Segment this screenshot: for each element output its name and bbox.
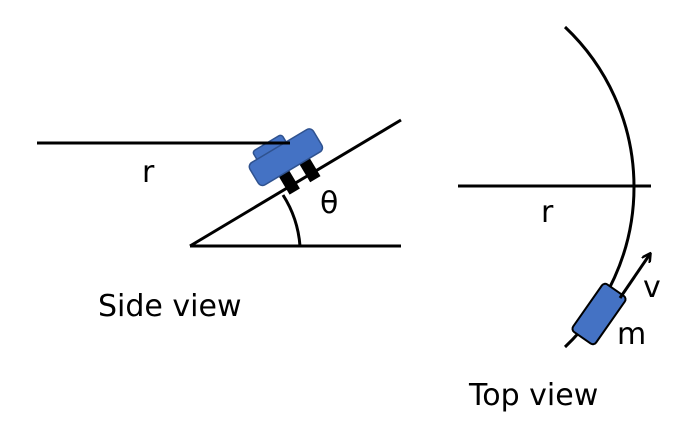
mass-label: m [617,317,646,352]
angle-arc [281,194,302,247]
car-body [248,128,324,187]
car-top [571,282,627,346]
angle-label: θ [320,186,338,221]
side-view-caption: Side view [98,289,242,324]
top-view-caption: Top view [468,378,598,413]
velocity-arrow [618,254,650,299]
top-radius-label: r [541,195,554,230]
velocity-label: v [643,270,661,305]
top-view: r v m Top view [458,25,661,413]
car-top-body [571,282,627,346]
side-view: r θ Side view [37,118,402,324]
side-radius-label: r [142,155,155,190]
